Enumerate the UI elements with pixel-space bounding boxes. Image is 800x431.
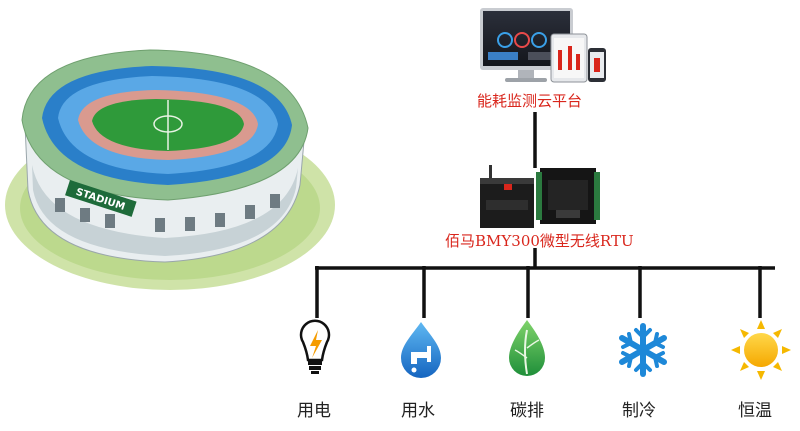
water-tap-drop-icon xyxy=(401,322,441,378)
rtu-label: 佰马BMY300微型无线RTU xyxy=(445,232,634,250)
category-label-thermostat: 恒温 xyxy=(738,401,772,421)
lightbulb-bolt-icon xyxy=(299,319,331,374)
connection-lines xyxy=(315,112,775,318)
sun-icon xyxy=(731,320,791,380)
cloud-platform-label: 能耗监测云平台 xyxy=(477,92,583,110)
cloud-platform-devices xyxy=(480,8,606,83)
stadium-illustration: STADIUM xyxy=(5,49,335,290)
category-label-electricity: 用电 xyxy=(297,401,331,421)
category-label-cooling: 制冷 xyxy=(622,401,656,421)
leaf-drop-icon xyxy=(509,320,545,376)
rtu-devices xyxy=(480,165,600,228)
snowflake-icon xyxy=(619,323,667,377)
category-label-carbon: 碳排 xyxy=(510,401,544,421)
category-label-water: 用水 xyxy=(401,401,435,421)
